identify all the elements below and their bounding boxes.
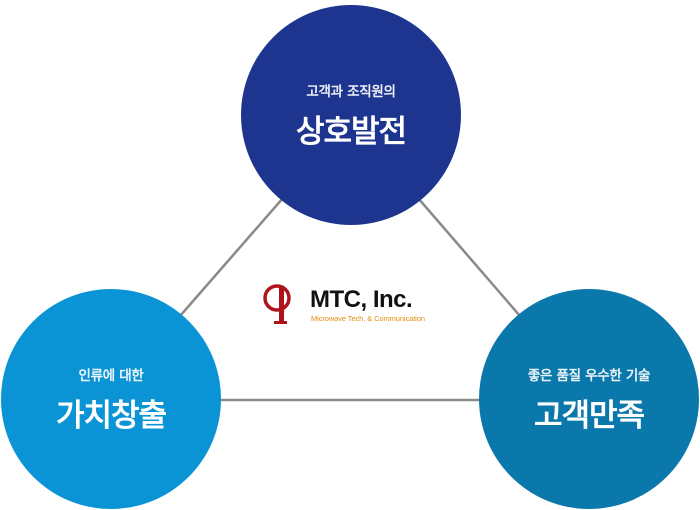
circle-value-creation: 인류에 대한 가치창출	[1, 289, 221, 509]
mtc-logo-icon	[263, 284, 291, 324]
circle-top-subtitle: 고객과 조직원의	[306, 83, 396, 100]
logo-tagline: Microwave Tech. & Communication	[311, 314, 425, 323]
circle-customer-satisfaction: 좋은 품질 우수한 기술 고객만족	[479, 289, 699, 509]
connector-top-left	[179, 197, 284, 317]
company-logo: MTC, Inc. Microwave Tech. & Communicatio…	[260, 283, 450, 327]
circle-top-title: 상호발전	[295, 113, 407, 150]
logo-company-name: MTC, Inc.	[310, 286, 413, 313]
circle-right-title: 고객만족	[533, 397, 645, 434]
circle-left-subtitle: 인류에 대한	[78, 367, 144, 384]
circle-mutual-development: 고객과 조직원의 상호발전	[241, 5, 461, 225]
circle-left-title: 가치창출	[55, 397, 167, 434]
connector-top-right	[417, 197, 521, 317]
circle-right-subtitle: 좋은 품질 우수한 기술	[527, 367, 651, 384]
